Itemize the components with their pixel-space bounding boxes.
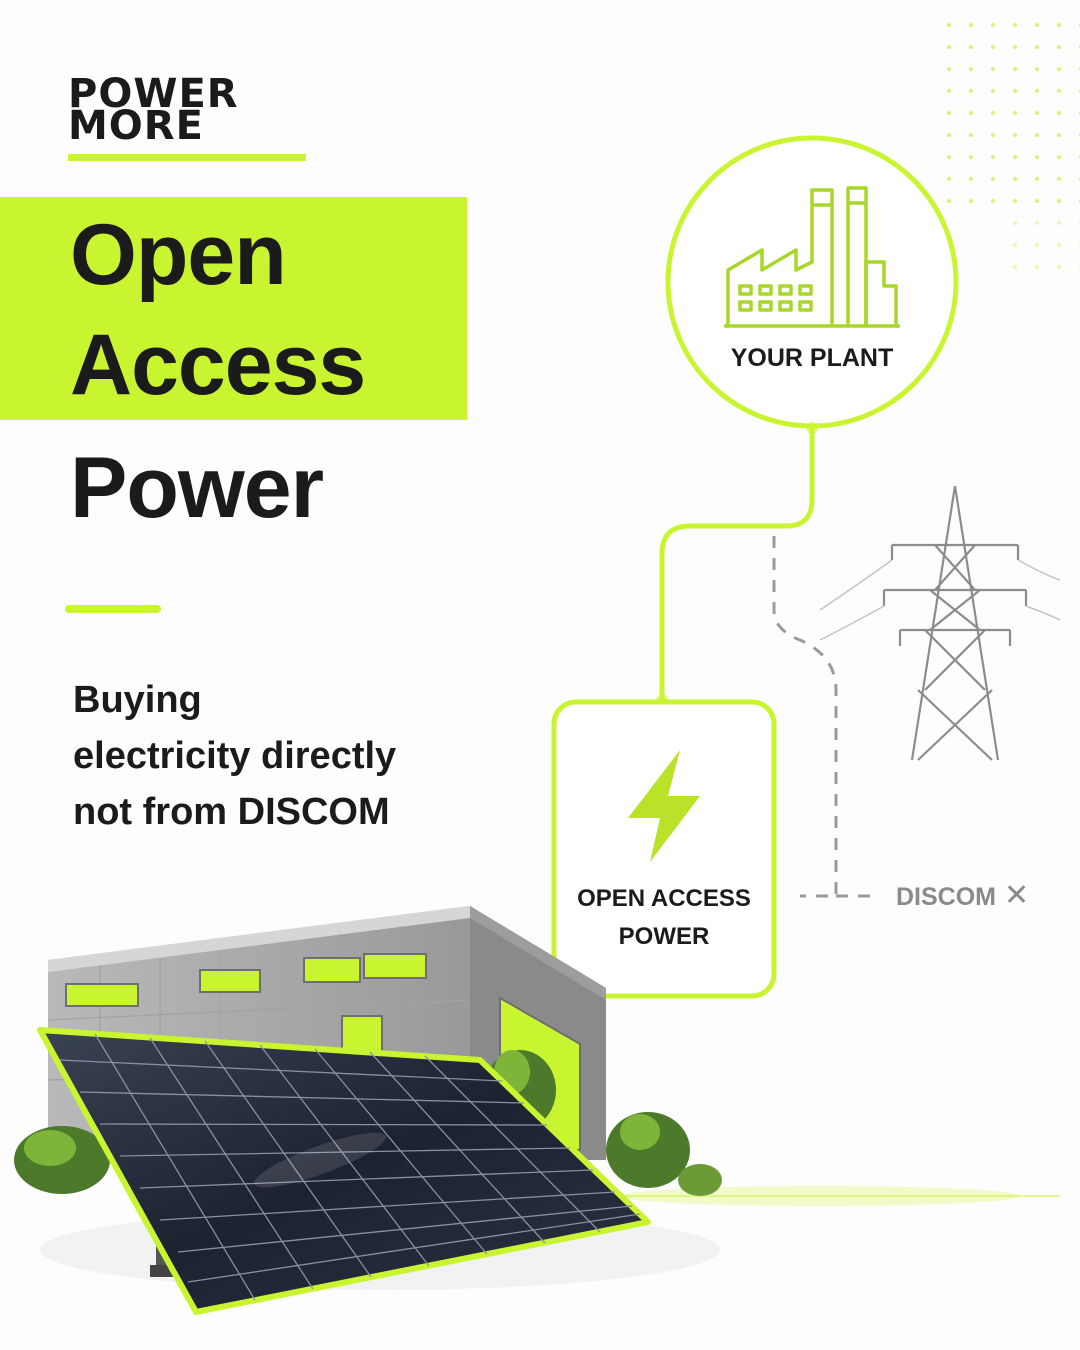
headline-line-2: Access xyxy=(70,317,366,413)
brand-logo: POWER MORE xyxy=(68,71,306,149)
subtitle: Buying electricity directly not from DIS… xyxy=(73,672,473,840)
open-access-label: OPEN ACCESS POWER xyxy=(554,880,774,956)
lightning-bolt-icon xyxy=(628,750,700,862)
factory-icon xyxy=(724,186,900,328)
subtitle-line-1: Buying xyxy=(73,679,202,721)
divider-bar xyxy=(65,605,161,613)
close-icon: ✕ xyxy=(1004,879,1030,912)
subtitle-line-3: not from DISCOM xyxy=(73,791,390,833)
open-access-node xyxy=(551,699,777,999)
discom-dashed-line xyxy=(772,536,880,898)
headline-highlight xyxy=(0,197,467,420)
subtitle-line-2: electricity directly xyxy=(73,735,397,777)
logo-line-1: POWER xyxy=(68,71,239,117)
discom-text: DISCOM xyxy=(896,883,996,911)
open-access-line-2: POWER xyxy=(618,923,710,950)
solar-panel-illustration xyxy=(37,1027,651,1315)
plant-label: YOUR PLANT xyxy=(730,344,894,372)
transmission-tower-icon xyxy=(819,485,1061,761)
dot-pattern xyxy=(940,20,1080,280)
headline-line-1: Open xyxy=(70,207,287,303)
headline-line-3: Power xyxy=(70,440,324,536)
logo-line-2: MORE xyxy=(68,103,204,149)
discom-label: DISCOM ✕ xyxy=(896,878,1029,913)
logo-underline xyxy=(68,154,306,161)
open-access-line-1: OPEN ACCESS xyxy=(577,885,751,912)
green-connector xyxy=(659,426,815,700)
plant-node xyxy=(665,135,959,429)
